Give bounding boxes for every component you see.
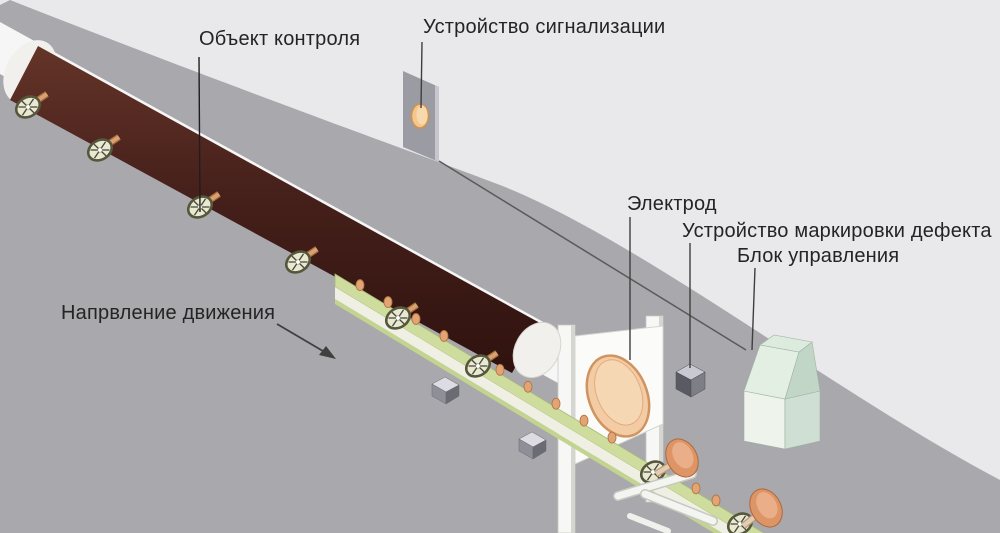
signal-wire [438, 160, 747, 351]
pipe [3, 40, 562, 379]
rail-peg [383, 296, 393, 309]
rail-peg [495, 363, 505, 376]
leader-control [751, 267, 756, 351]
rail-peg [355, 279, 365, 292]
rail-peg [551, 397, 561, 410]
label-direction: Напрвление движения [61, 302, 276, 324]
roller-wheel-icon [384, 302, 419, 330]
label-electrode: Электрод [627, 193, 717, 215]
cube [518, 431, 547, 460]
leader-object [198, 56, 201, 213]
label-defect-marking: Устройство маркировки дефекта [682, 220, 992, 242]
frame-feet [613, 469, 718, 533]
label-control-unit: Блок управления [737, 245, 900, 267]
rail-peg [711, 494, 721, 507]
control-unit [743, 334, 821, 450]
rail-peg [691, 482, 701, 495]
leader-signaling [420, 41, 423, 109]
rail-peg [523, 380, 533, 393]
label-object-of-control: Объект контроля [199, 28, 361, 50]
roller-wheel-icon [464, 350, 499, 378]
electrode-ring [585, 354, 651, 438]
support-wheels [14, 91, 754, 533]
rail-peg [411, 313, 421, 325]
transducer-funnels [654, 438, 783, 529]
roller-wheel-icon [86, 134, 121, 162]
floor-cubes [431, 376, 547, 460]
direction-arrow-icon [276, 323, 336, 359]
signaling-device [403, 71, 747, 351]
label-signaling-device: Устройство сигнализации [423, 16, 666, 38]
leader-lines [198, 41, 756, 368]
electrode-frame [557, 315, 664, 533]
roller-wheel-icon [284, 246, 319, 274]
roller-wheel-icon [14, 91, 49, 119]
rail-peg [579, 414, 589, 427]
cube [431, 376, 460, 405]
rail-peg [607, 431, 617, 444]
rail-peg [439, 329, 449, 342]
defect-marking-device [675, 363, 706, 398]
rail-rollers [355, 279, 721, 507]
